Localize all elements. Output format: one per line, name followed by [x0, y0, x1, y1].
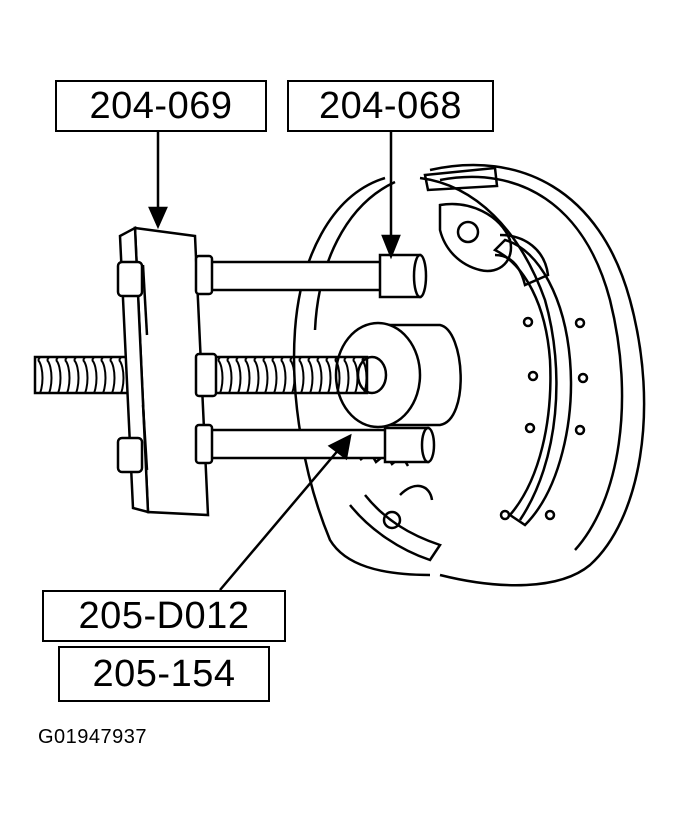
- hub-cylinder: [334, 321, 462, 429]
- callout-205-d012: 205-D012: [42, 590, 286, 642]
- callout-205-154: 205-154: [58, 646, 270, 702]
- puller-crossbar: [116, 225, 218, 517]
- upper-forcing-rod: [203, 253, 428, 299]
- leader-lines: [148, 132, 401, 591]
- figure-id: G01947937: [38, 726, 148, 748]
- callout-204-069: 204-069: [55, 80, 267, 132]
- callout-204-068: 204-068: [287, 80, 494, 132]
- brake-drum: [292, 163, 646, 587]
- lower-forcing-rod: [203, 426, 436, 464]
